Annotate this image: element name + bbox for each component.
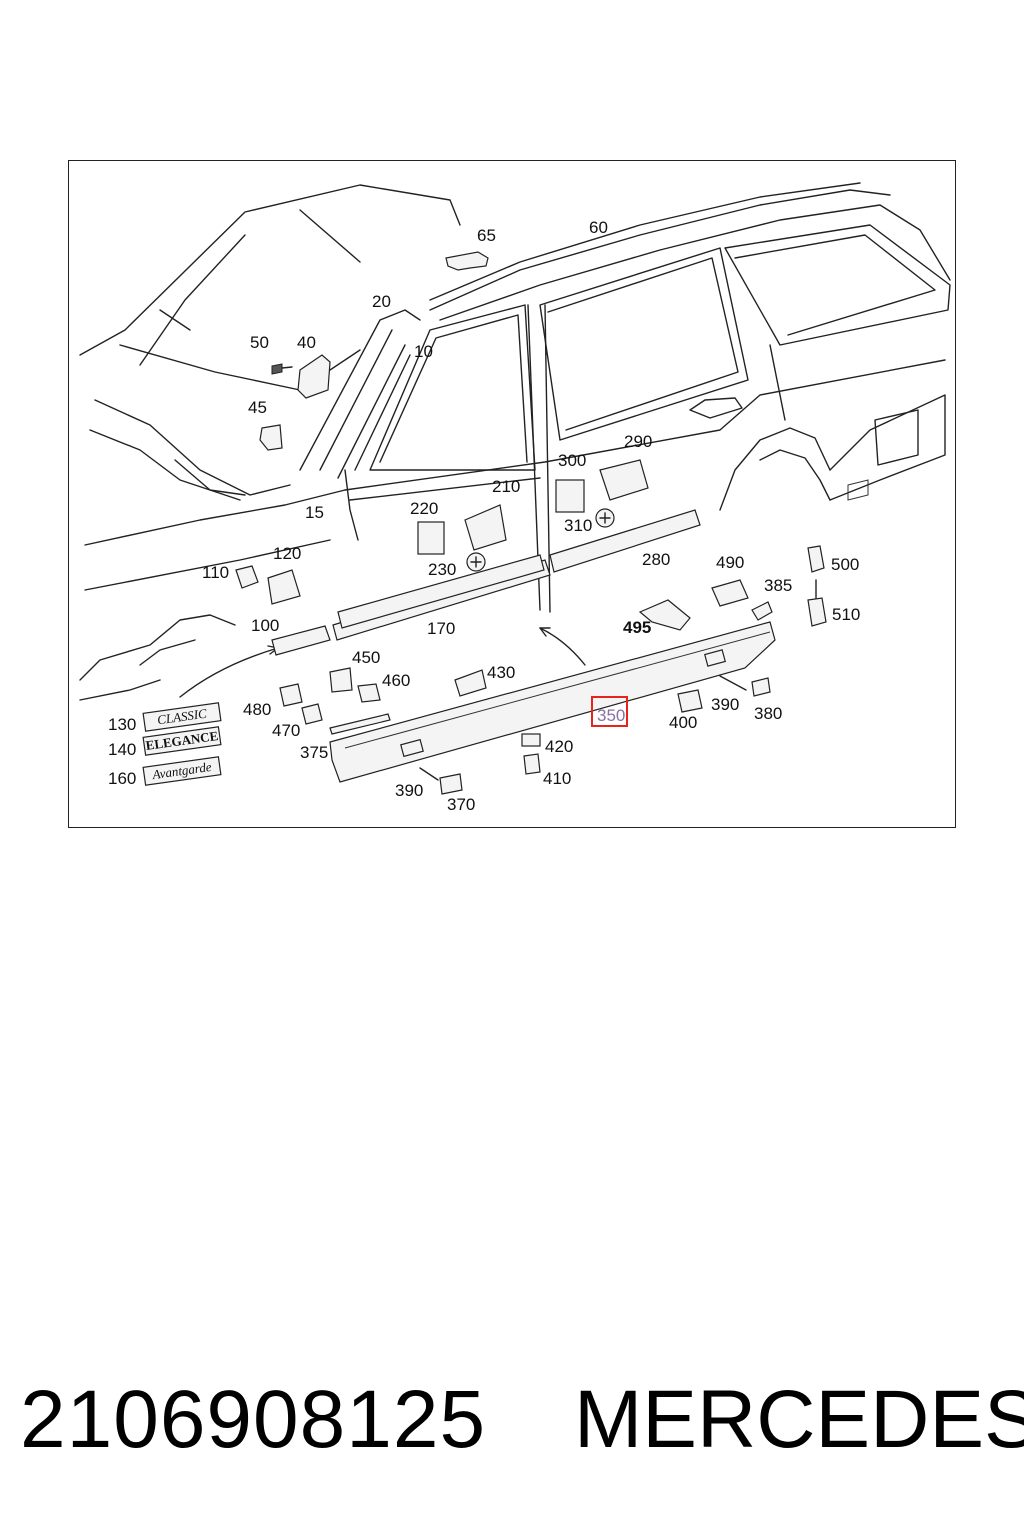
label-220: 220 xyxy=(410,499,438,518)
label-470: 470 xyxy=(272,721,300,740)
label-140: 140 xyxy=(108,740,136,759)
part-490-bracket xyxy=(711,579,749,607)
label-460: 460 xyxy=(382,671,410,690)
parts-diagram: CLASSIC ELEGANCE Avantgarde 65 60 20 10 … xyxy=(79,182,951,814)
part-280-molding xyxy=(549,509,701,573)
label-490: 490 xyxy=(716,553,744,572)
label-50: 50 xyxy=(250,333,269,352)
label-300: 300 xyxy=(558,451,586,470)
part-210-clip xyxy=(464,504,507,551)
badge-group: CLASSIC ELEGANCE Avantgarde xyxy=(142,702,222,786)
part-120-clip xyxy=(267,569,301,605)
label-230: 230 xyxy=(428,560,456,579)
label-40: 40 xyxy=(297,333,316,352)
part-100-molding xyxy=(271,625,331,656)
part-labels: 65 60 20 10 50 40 45 15 220 210 230 300 … xyxy=(108,218,860,814)
label-510: 510 xyxy=(832,605,860,624)
label-390-right: 390 xyxy=(711,695,739,714)
label-290: 290 xyxy=(624,432,652,451)
part-350-sill xyxy=(329,621,776,783)
part-220-clip xyxy=(417,521,445,555)
label-350: 350 xyxy=(597,706,625,725)
label-370: 370 xyxy=(447,795,475,814)
part-480-clip xyxy=(279,683,303,707)
part-385-clip xyxy=(751,601,773,621)
label-65: 65 xyxy=(477,226,496,245)
part-430-clip xyxy=(454,669,487,697)
label-280: 280 xyxy=(642,550,670,569)
badge-classic-text: CLASSIC xyxy=(156,706,208,728)
part-shapes xyxy=(235,251,827,795)
label-15: 15 xyxy=(305,503,324,522)
part-370-cap xyxy=(439,773,463,795)
part-300-clip xyxy=(555,479,585,513)
label-390-left: 390 xyxy=(395,781,423,800)
car-body-outline xyxy=(79,182,951,701)
part-510-screw xyxy=(807,597,827,627)
part-495-bracket xyxy=(638,599,691,631)
part-170-molding-b xyxy=(337,554,545,629)
badge-classic xyxy=(142,702,222,732)
label-480: 480 xyxy=(243,700,271,719)
part-470-clip xyxy=(301,703,323,725)
label-375: 375 xyxy=(300,743,328,762)
part-460-clip xyxy=(357,683,381,703)
footer: 2106908125 MERCEDES xyxy=(0,1370,1024,1470)
brand-name: MERCEDES xyxy=(574,1374,1024,1465)
badge-elegance xyxy=(142,726,222,756)
label-450: 450 xyxy=(352,648,380,667)
part-110-grommet xyxy=(235,565,259,589)
part-40-bracket xyxy=(297,354,331,399)
part-50-screw xyxy=(271,363,283,375)
highlight-box-350 xyxy=(591,696,628,727)
label-410: 410 xyxy=(543,769,571,788)
part-375-strip xyxy=(329,713,391,735)
label-380: 380 xyxy=(754,704,782,723)
part-45-clip xyxy=(259,424,283,451)
label-310: 310 xyxy=(564,516,592,535)
label-385: 385 xyxy=(764,576,792,595)
label-170: 170 xyxy=(427,619,455,638)
label-120: 120 xyxy=(273,544,301,563)
part-number: 2106908125 xyxy=(20,1374,487,1465)
label-100: 100 xyxy=(251,616,279,635)
label-500: 500 xyxy=(831,555,859,574)
label-400: 400 xyxy=(669,713,697,732)
label-20: 20 xyxy=(372,292,391,311)
label-45: 45 xyxy=(248,398,267,417)
label-110: 110 xyxy=(202,563,229,582)
part-500-nut xyxy=(807,545,825,573)
part-400-nut xyxy=(677,689,703,713)
label-430: 430 xyxy=(487,663,515,682)
label-210: 210 xyxy=(492,477,520,496)
label-495: 495 xyxy=(623,618,651,637)
label-420: 420 xyxy=(545,737,573,756)
part-65-clip xyxy=(445,251,489,271)
part-410-clip xyxy=(523,753,541,775)
part-450-clip xyxy=(329,667,353,693)
part-420-grommet xyxy=(521,733,541,747)
label-160: 160 xyxy=(108,769,136,788)
part-380-cap xyxy=(751,677,771,697)
label-130: 130 xyxy=(108,715,136,734)
badge-avantgarde xyxy=(142,756,222,786)
label-10: 10 xyxy=(414,342,433,361)
label-60: 60 xyxy=(589,218,608,237)
part-290-clip xyxy=(599,459,649,501)
